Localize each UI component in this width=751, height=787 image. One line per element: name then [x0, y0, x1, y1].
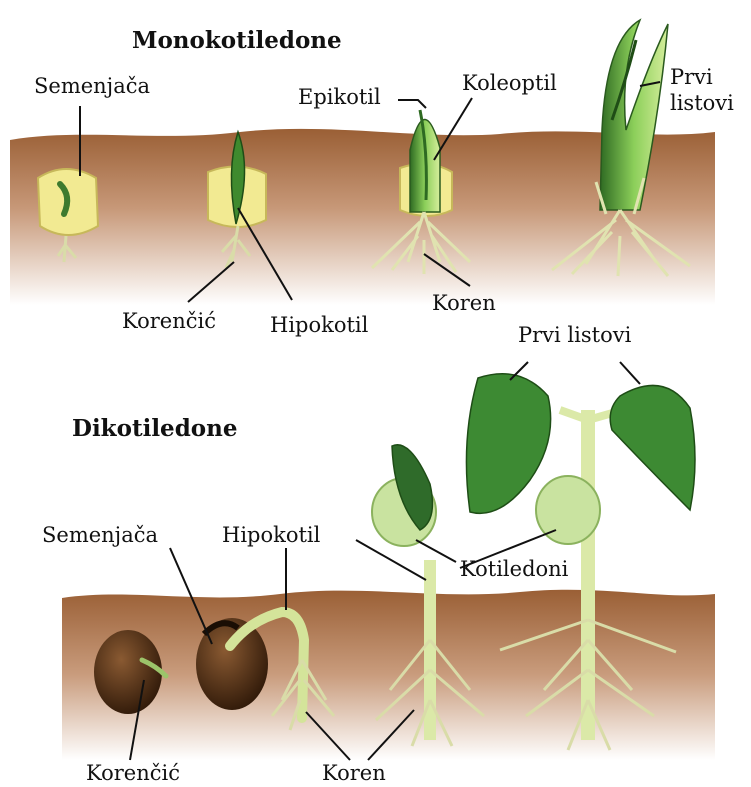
label-radicle: Korenčić [86, 761, 180, 785]
label-radicle: Korenčić [122, 309, 216, 333]
label-root: Koren [322, 761, 386, 785]
label-epicotyl: Epikotil [298, 85, 381, 109]
monocot-section: Monokotiledone Semenjača Epikotil Koleop… [10, 20, 734, 337]
pointer-first-leaves-2 [620, 362, 640, 384]
pointer-cotyledons [416, 540, 456, 562]
label-first-leaves-1: Prvi [670, 65, 713, 89]
label-root: Koren [432, 291, 496, 315]
label-hypocotyl: Hipokotil [270, 313, 369, 337]
dicot-section: Prvi listovi Dikotiledone Semenjača Hipo… [42, 323, 715, 785]
pointer-hypocotyl-2 [356, 540, 426, 580]
label-seed-coat: Semenjača [34, 74, 150, 98]
label-hypocotyl: Hipokotil [222, 523, 321, 547]
label-coleoptile: Koleoptil [462, 71, 557, 95]
monocot-title: Monokotiledone [132, 27, 342, 54]
dicot-title: Dikotiledone [72, 415, 237, 442]
label-cotyledons: Kotiledoni [460, 557, 569, 581]
label-first-leaves-2: listovi [670, 91, 734, 115]
pointer-epicotyl [398, 100, 426, 108]
label-seed-coat: Semenjača [42, 523, 158, 547]
label-first-leaves: Prvi listovi [518, 323, 632, 347]
